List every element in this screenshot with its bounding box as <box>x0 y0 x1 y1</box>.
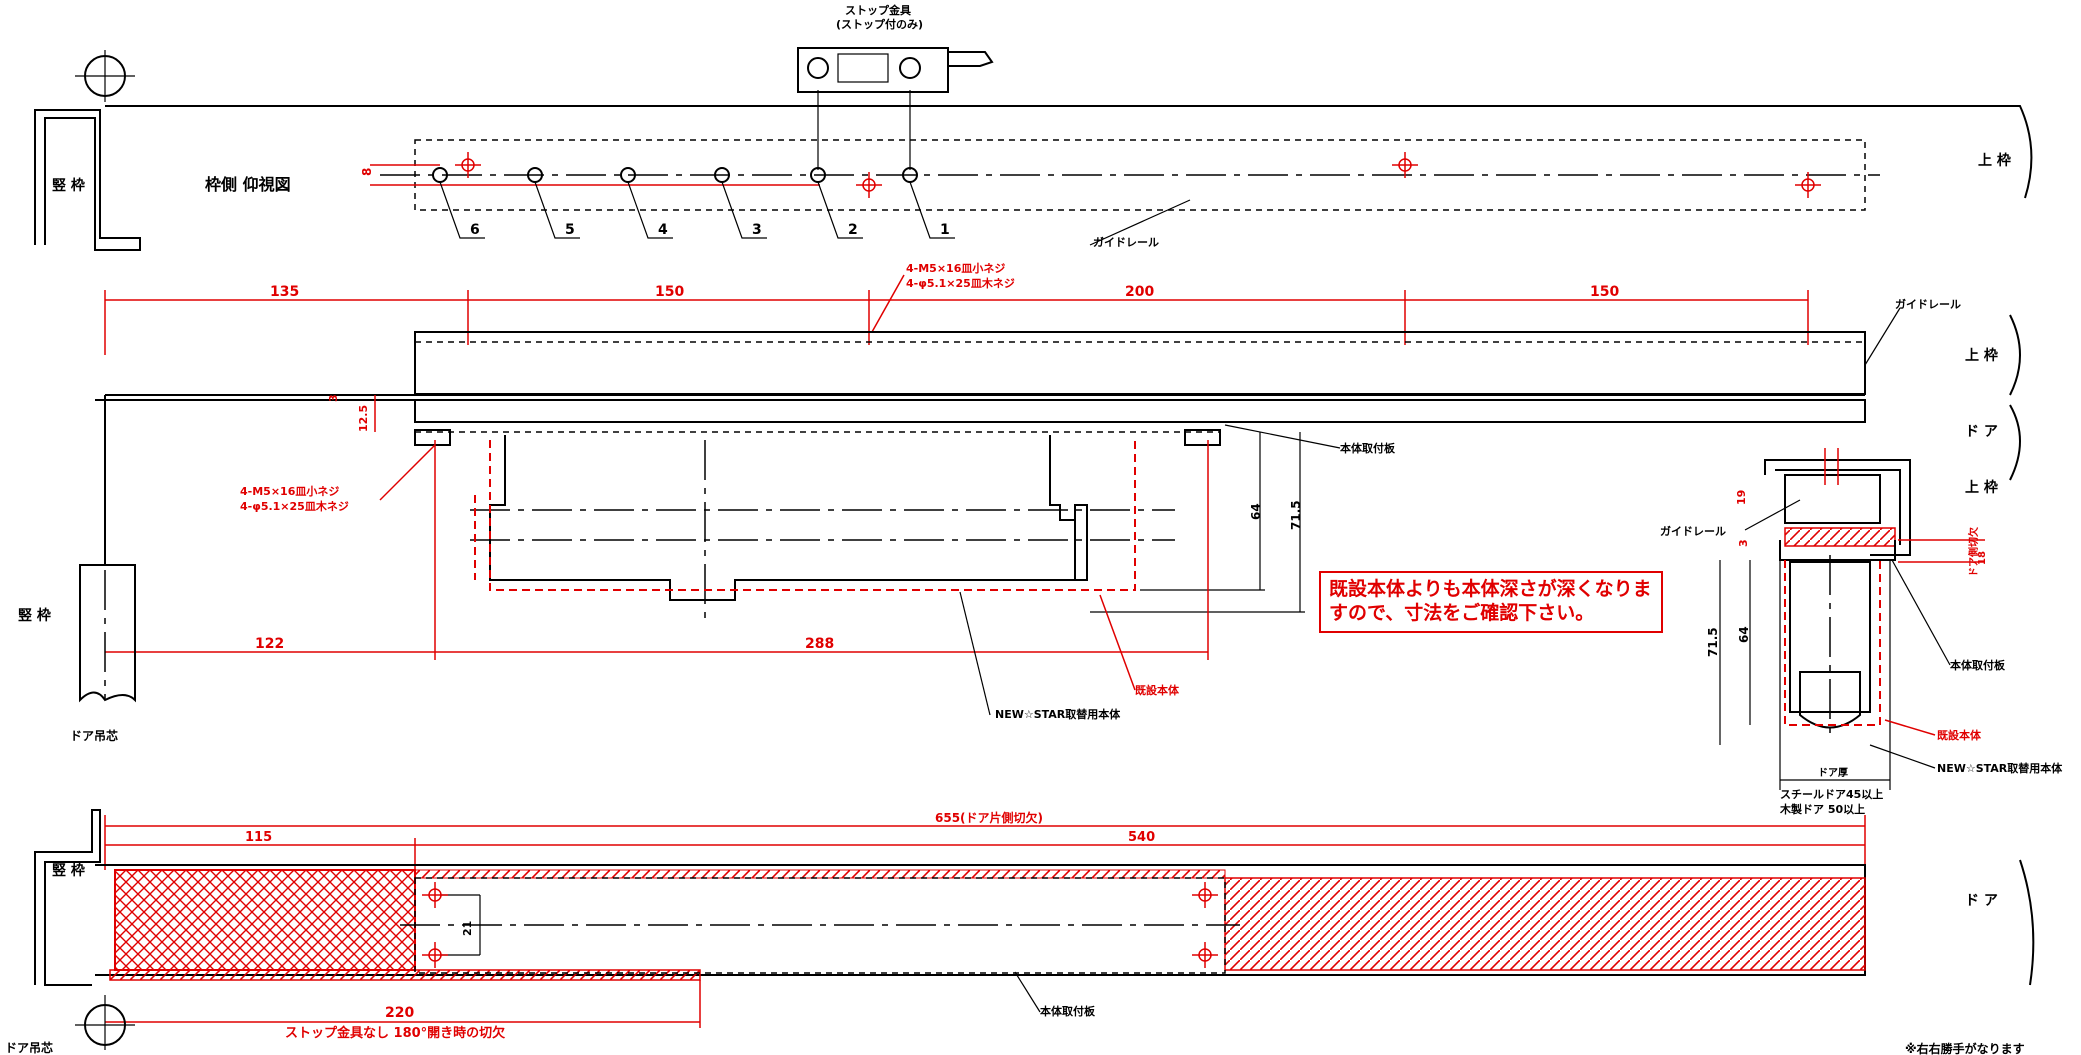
stop-hardware-sublabel: (ストップ付のみ) <box>836 17 923 31</box>
hole-leader-line <box>627 181 673 239</box>
svg-text:200: 200 <box>1125 284 1154 300</box>
svg-text:4-φ5.1×25皿木ネジ: 4-φ5.1×25皿木ネジ <box>906 276 1015 290</box>
stop-cut-note: ストップ金具なし 180°開き時の切欠 <box>285 1025 505 1041</box>
svg-text:115: 115 <box>245 830 272 845</box>
svg-text:8: 8 <box>360 168 374 176</box>
new-star-body-label-2: NEW☆STAR取替用本体 <box>1937 761 2063 775</box>
red-centre-marks-bottom <box>422 882 1218 968</box>
hole-number: 4 <box>658 222 668 238</box>
svg-text:4-M5×16皿小ネジ: 4-M5×16皿小ネジ <box>240 484 339 498</box>
hole-number: 5 <box>565 222 575 238</box>
frame-view-title: 枠側 仰視図 <box>205 175 291 194</box>
existing-body-label-2: 既設本体 <box>1937 728 1982 742</box>
svg-text:ドア側切欠: ドア側切欠 <box>1967 527 1980 577</box>
dim-655: 655(ドア片側切欠) <box>935 810 1043 825</box>
svg-text:288: 288 <box>805 636 834 652</box>
hole-number: 6 <box>470 222 480 238</box>
crosshatch-cut-area <box>114 869 416 971</box>
stop-hardware-label: ストップ金具 <box>845 3 911 17</box>
guide-rail-label: ガイドレール <box>1093 235 1159 249</box>
svg-text:4-φ5.1×25皿木ネジ: 4-φ5.1×25皿木ネジ <box>240 499 349 513</box>
mount-plate-label-2: 本体取付板 <box>1950 658 2006 672</box>
door-label-2: ド ア <box>1965 893 1998 909</box>
svg-text:71.5: 71.5 <box>1289 500 1303 530</box>
door-pivot-label: ドア吊芯 <box>70 728 118 743</box>
hole-leader-line <box>534 181 580 239</box>
door-top-edge <box>414 399 1866 423</box>
warning-note: 既設本体よりも本体深さが深くなりますので、寸法をご確認下さい。 <box>1319 571 1663 633</box>
svg-text:150: 150 <box>655 284 684 300</box>
guide-rail-label-2: ガイドレール <box>1895 297 1961 311</box>
hole-leader-line <box>909 181 955 239</box>
hole-leader-line <box>817 181 863 239</box>
upper-frame-label-3: 上 枠 <box>1965 479 1998 496</box>
upper-frame-label: 上 枠 <box>1978 152 2011 169</box>
svg-text:64: 64 <box>1737 626 1751 643</box>
svg-text:220: 220 <box>385 1005 414 1021</box>
hole-leader-line <box>721 181 767 239</box>
svg-text:4-M5×16皿小ネジ: 4-M5×16皿小ネジ <box>906 261 1005 275</box>
new-star-body-label: NEW☆STAR取替用本体 <box>995 707 1121 721</box>
hole-number: 1 <box>940 222 950 238</box>
door-cut-plan: 655(ドア片側切欠) 115 540 竪 枠 ド ア 21 本体取付板 220… <box>5 809 2035 1055</box>
svg-text:64: 64 <box>1249 503 1263 520</box>
mount-plate-label-3: 本体取付板 <box>1040 1004 1096 1018</box>
mount-plate-label: 本体取付板 <box>1340 441 1396 455</box>
svg-text:12.5: 12.5 <box>357 405 370 432</box>
hatched-cut-area <box>1224 877 1866 971</box>
hole-leader-line <box>439 181 485 239</box>
vertical-frame-label-3: 竪 枠 <box>52 862 85 879</box>
upper-frame-label-2: 上 枠 <box>1965 347 1998 364</box>
guide-rail-label-3: ガイドレール <box>1660 524 1726 538</box>
red-centre-marks <box>455 152 1821 198</box>
stop-hardware-plate <box>837 53 889 83</box>
svg-text:71.5: 71.5 <box>1706 627 1720 657</box>
screw-icon <box>807 57 829 79</box>
upper-frame-top-view: 竪 枠 上 枠 枠側 仰視図 8 6 5 4 3 2 1 ガイドレール <box>34 105 2033 251</box>
footer-note: ※右右勝手がなります <box>1905 1041 2025 1055</box>
vertical-frame-label-2: 竪 枠 <box>18 607 51 624</box>
section-view: 上 枠 ガイドレール 19 3 ドア厚 スチールドア45以上 木製ドア 50以上… <box>1660 448 2063 816</box>
svg-text:3: 3 <box>1737 539 1750 547</box>
svg-text:122: 122 <box>255 636 284 652</box>
steel-door-label: スチールドア45以上 <box>1780 787 1883 801</box>
stop-hardware-hook <box>948 51 994 67</box>
svg-text:135: 135 <box>270 284 299 300</box>
pivot-center-mark <box>75 50 135 102</box>
existing-body-label: 既設本体 <box>1135 683 1180 697</box>
stop-hardware: ストップ金具 (ストップ付のみ) <box>797 3 994 170</box>
hole-number: 3 <box>752 222 762 238</box>
elevation-view: 135 150 200 150 4-M5×16皿小ネジ 4-φ5.1×25皿木ネ… <box>18 261 2021 743</box>
stop-hardware-body <box>797 47 949 93</box>
door-pivot-label-2: ドア吊芯 <box>5 1040 53 1055</box>
svg-text:3: 3 <box>327 394 340 402</box>
hole-number: 2 <box>848 222 858 238</box>
svg-text:19: 19 <box>1735 490 1748 505</box>
vertical-frame-label: 竪 枠 <box>52 177 85 194</box>
svg-text:540: 540 <box>1128 830 1155 845</box>
svg-text:150: 150 <box>1590 284 1619 300</box>
wood-door-label: 木製ドア 50以上 <box>1779 802 1865 816</box>
door-thickness-label: ドア厚 <box>1818 767 1848 779</box>
warning-note-text: 既設本体よりも本体深さが深くなりますので、寸法をご確認下さい。 <box>1329 578 1652 624</box>
svg-text:21: 21 <box>461 921 474 936</box>
svg-text:18: 18 <box>1977 551 1988 565</box>
screw-icon <box>899 57 921 79</box>
door-label: ド ア <box>1965 424 1998 440</box>
